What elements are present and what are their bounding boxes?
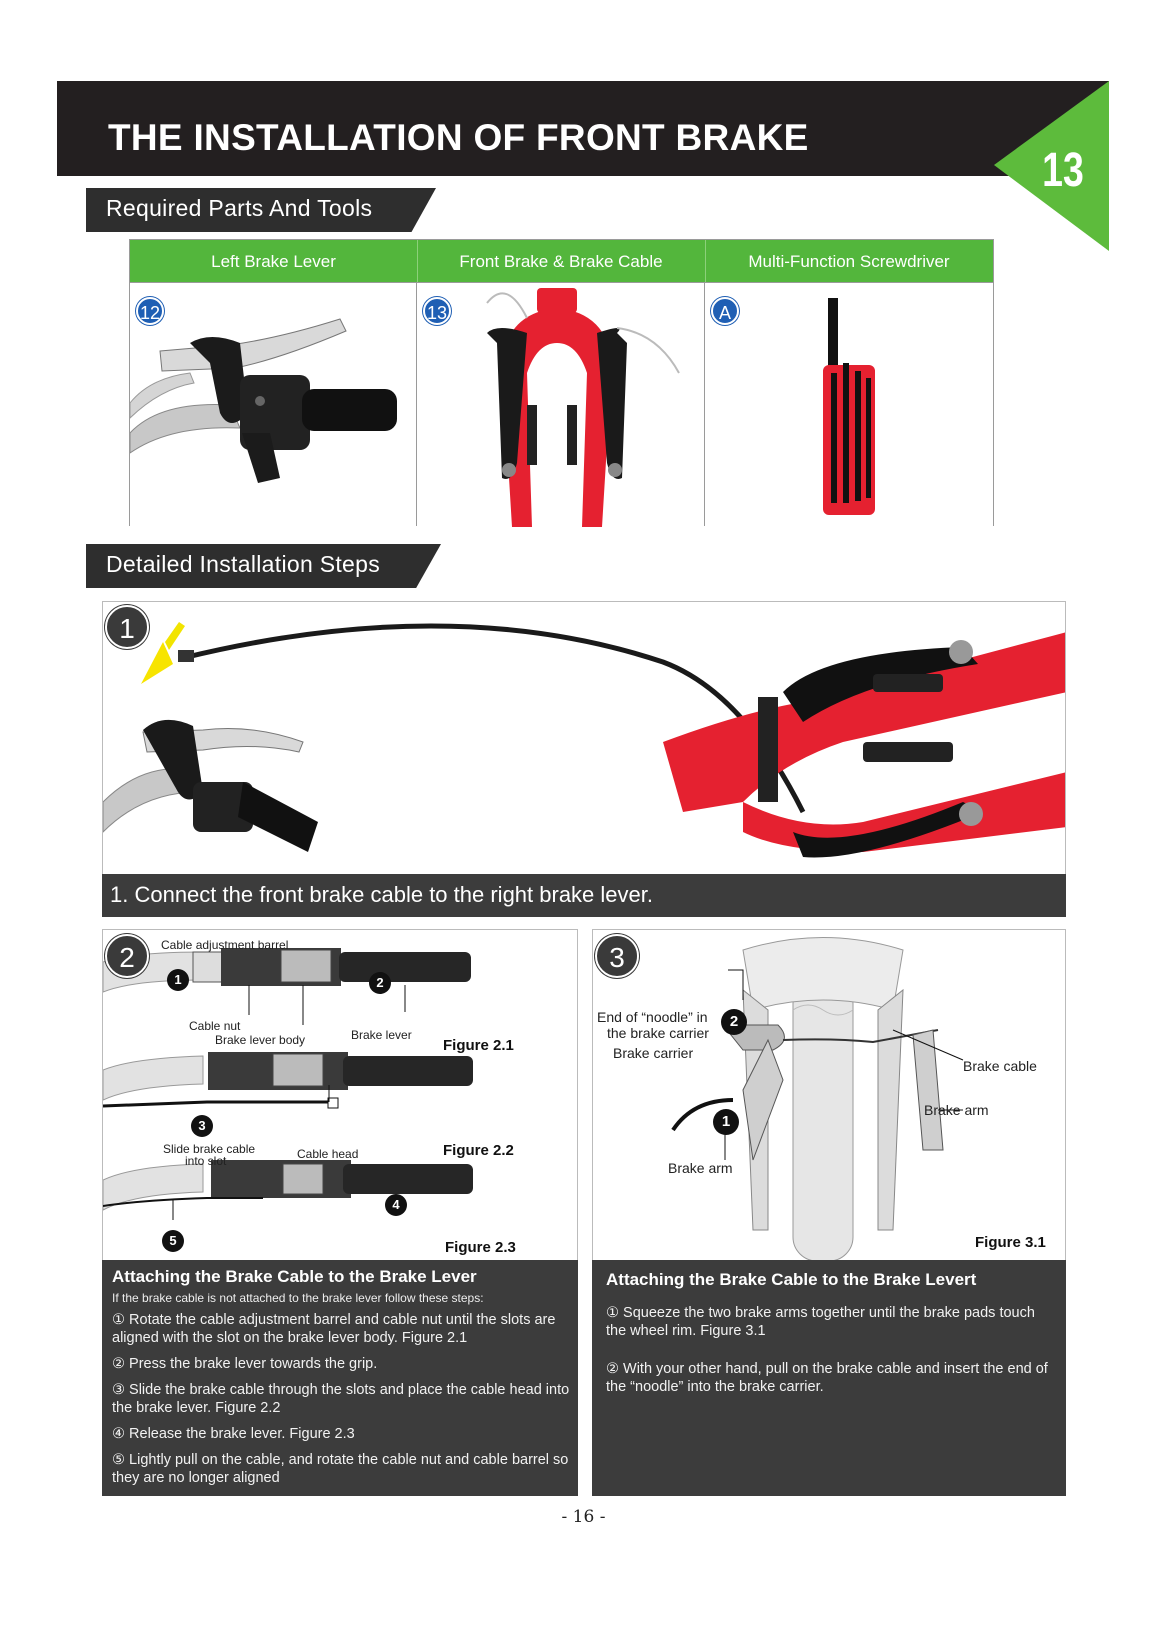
instruction-step: ① Rotate the cable adjustment barrel and…: [112, 1312, 556, 1346]
step3-illustration: [671, 937, 964, 1260]
page-title: THE INSTALLATION OF FRONT BRAKE: [108, 117, 809, 158]
chapter-number: 13: [1042, 144, 1084, 197]
panel-subtitle: If the brake cable is not attached to th…: [112, 1291, 484, 1305]
marker-1: 1: [167, 969, 189, 991]
instruction-step: ③ Slide the brake cable through the slot…: [112, 1382, 570, 1416]
label-noodle-end: End of “noodle” in: [597, 1009, 708, 1025]
figure-2-3-label: Figure 2.3: [445, 1239, 516, 1256]
step1-illustration: [103, 622, 1065, 858]
label-brake-carrier: Brake carrier: [613, 1045, 694, 1061]
marker-2: 2: [721, 1009, 747, 1035]
title-bar: [57, 81, 1109, 176]
parts-table: Left Brake Lever Front Brake & Brake Cab…: [129, 239, 994, 527]
marker-1: 1: [713, 1109, 739, 1135]
section-tab-installation-steps: Detailed Installation Steps: [86, 544, 441, 588]
corner-triangle: [994, 81, 1109, 251]
label-slide-brake-cable: Slide brake cable: [163, 1142, 256, 1156]
section-tab-required-parts: Required Parts And Tools: [86, 188, 436, 232]
header-divider: [705, 240, 706, 282]
instruction-step: ① Squeeze the two brake arms together un…: [606, 1305, 1035, 1339]
instruction-step: ⑤ Lightly pull on the cable, and rotate …: [112, 1452, 569, 1486]
step2-text-panel: Attaching the Brake Cable to the Brake L…: [102, 1260, 578, 1496]
part-header-brake-lever: Left Brake Lever: [130, 240, 417, 282]
instruction-step: ④ Release the brake lever. Figure 2.3: [112, 1426, 355, 1442]
label-noodle-end-2: the brake carrier: [607, 1025, 709, 1041]
part-cell-front-brake: 13: [417, 282, 705, 527]
part-cell-screwdriver: A: [705, 282, 993, 526]
step-number-circle: 3: [595, 934, 639, 978]
header-divider: [417, 240, 418, 282]
part-header-screwdriver: Multi-Function Screwdriver: [705, 240, 993, 282]
label-cable-adjustment-barrel: Cable adjustment barrel: [161, 938, 289, 952]
marker-5: 5: [162, 1230, 184, 1252]
step3-image-box: 3 End of “noodle” in the brake carrier 2…: [592, 929, 1066, 1260]
part-badge: 12: [136, 297, 164, 325]
marker-4: 4: [385, 1194, 407, 1216]
label-brake-arm-left: Brake arm: [668, 1160, 733, 1176]
label-cable-nut: Cable nut: [189, 1019, 241, 1033]
panel-title: Attaching the Brake Cable to the Brake L…: [606, 1270, 977, 1289]
label-cable-head: Cable head: [297, 1147, 359, 1161]
figure-3-1-label: Figure 3.1: [975, 1234, 1046, 1251]
label-brake-cable: Brake cable: [963, 1058, 1037, 1074]
step3-text-panel: Attaching the Brake Cable to the Brake L…: [592, 1260, 1066, 1496]
panel-title: Attaching the Brake Cable to the Brake L…: [112, 1267, 477, 1286]
screwdriver-image: [823, 298, 875, 515]
brake-lever-image: [129, 318, 397, 483]
step2-illustration: [103, 948, 473, 1220]
label-brake-lever-body: Brake lever body: [215, 1033, 306, 1047]
step-number-circle: 1: [105, 605, 149, 649]
figure-2-2-label: Figure 2.2: [443, 1142, 514, 1159]
step-number-circle: 2: [105, 934, 149, 978]
instruction-step: ② With your other hand, pull on the brak…: [606, 1361, 1048, 1395]
step1-image-box: 1: [102, 601, 1066, 874]
label-brake-arm-right: Brake arm: [924, 1102, 989, 1118]
page-number: - 16 -: [561, 1507, 606, 1527]
label-brake-lever: Brake lever: [351, 1028, 412, 1042]
part-badge: A: [711, 297, 739, 325]
step1-caption: 1. Connect the front brake cable to the …: [102, 874, 1066, 917]
figure-2-1-label: Figure 2.1: [443, 1037, 514, 1054]
marker-2: 2: [369, 972, 391, 994]
part-cell-brake-lever: 12: [129, 282, 417, 526]
part-badge: 13: [423, 297, 451, 325]
marker-3: 3: [191, 1115, 213, 1137]
label-into-slot: into slot: [185, 1154, 227, 1168]
front-brake-image: [486, 288, 680, 527]
step2-image-box: 2 Cable adjustment barrel 1 2 Cable nut …: [102, 929, 578, 1260]
instruction-step: ② Press the brake lever towards the grip…: [112, 1356, 378, 1372]
part-header-front-brake: Front Brake & Brake Cable: [417, 240, 705, 282]
